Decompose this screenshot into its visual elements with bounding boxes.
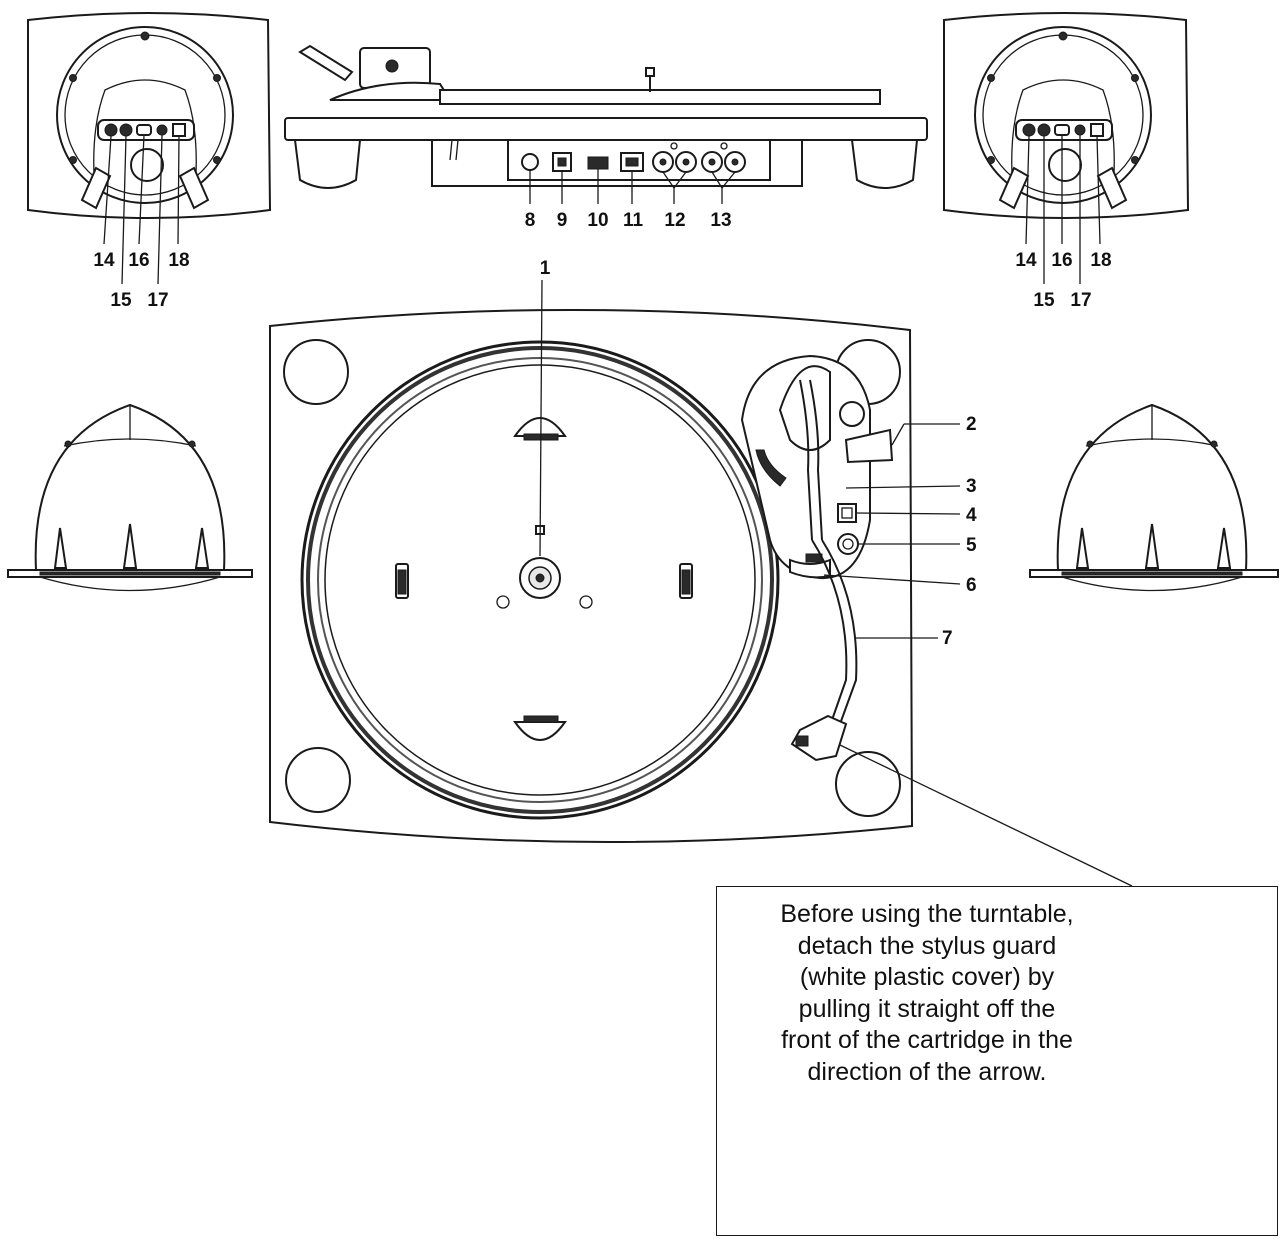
callout-13: 13 [710,210,731,231]
left-speaker-rear-view [27,12,272,285]
stylus-guard-note: Before using the turntable, detach the s… [716,886,1278,1236]
callout-2: 2 [966,414,977,435]
note-line: pulling it straight off the [798,994,1056,1023]
callout-12: 12 [664,210,685,231]
callout-10: 10 [587,210,608,231]
callout-8: 8 [525,210,536,231]
right-callout-14: 14 [1015,250,1037,271]
right-callout-17: 17 [1070,290,1091,311]
note-line: front of the cartridge in the [781,1026,1073,1054]
left-callout-18: 18 [168,250,189,271]
callout-7: 7 [942,628,953,649]
right-callout-15: 15 [1033,290,1055,311]
note-line: direction of the arrow. [807,1057,1047,1086]
note-line: (white plastic cover) by [799,963,1055,991]
note-line: detach the stylus guard [797,931,1057,960]
left-callout-15: 15 [110,290,132,311]
note-line: Before using the turntable, [780,900,1074,928]
callout-4: 4 [966,505,977,526]
callout-1: 1 [540,258,551,279]
turntable-top-view [269,279,1133,887]
left-callout-14: 14 [93,250,115,271]
callout-5: 5 [966,535,977,556]
turntable-rear-view [284,44,928,204]
left-callout-17: 17 [147,290,168,311]
left-speaker-side-view [7,403,253,592]
left-callout-16: 16 [128,250,149,271]
right-speaker-rear-view [943,12,1190,284]
callout-9: 9 [557,210,568,231]
callout-11: 11 [623,210,644,231]
right-callout-16: 16 [1051,250,1072,271]
callout-6: 6 [966,575,977,596]
callout-3: 3 [966,476,977,497]
right-speaker-side-view [1029,403,1279,592]
right-callout-18: 18 [1090,250,1111,271]
note-text: Before using the turntable, detach the s… [737,899,1117,1088]
